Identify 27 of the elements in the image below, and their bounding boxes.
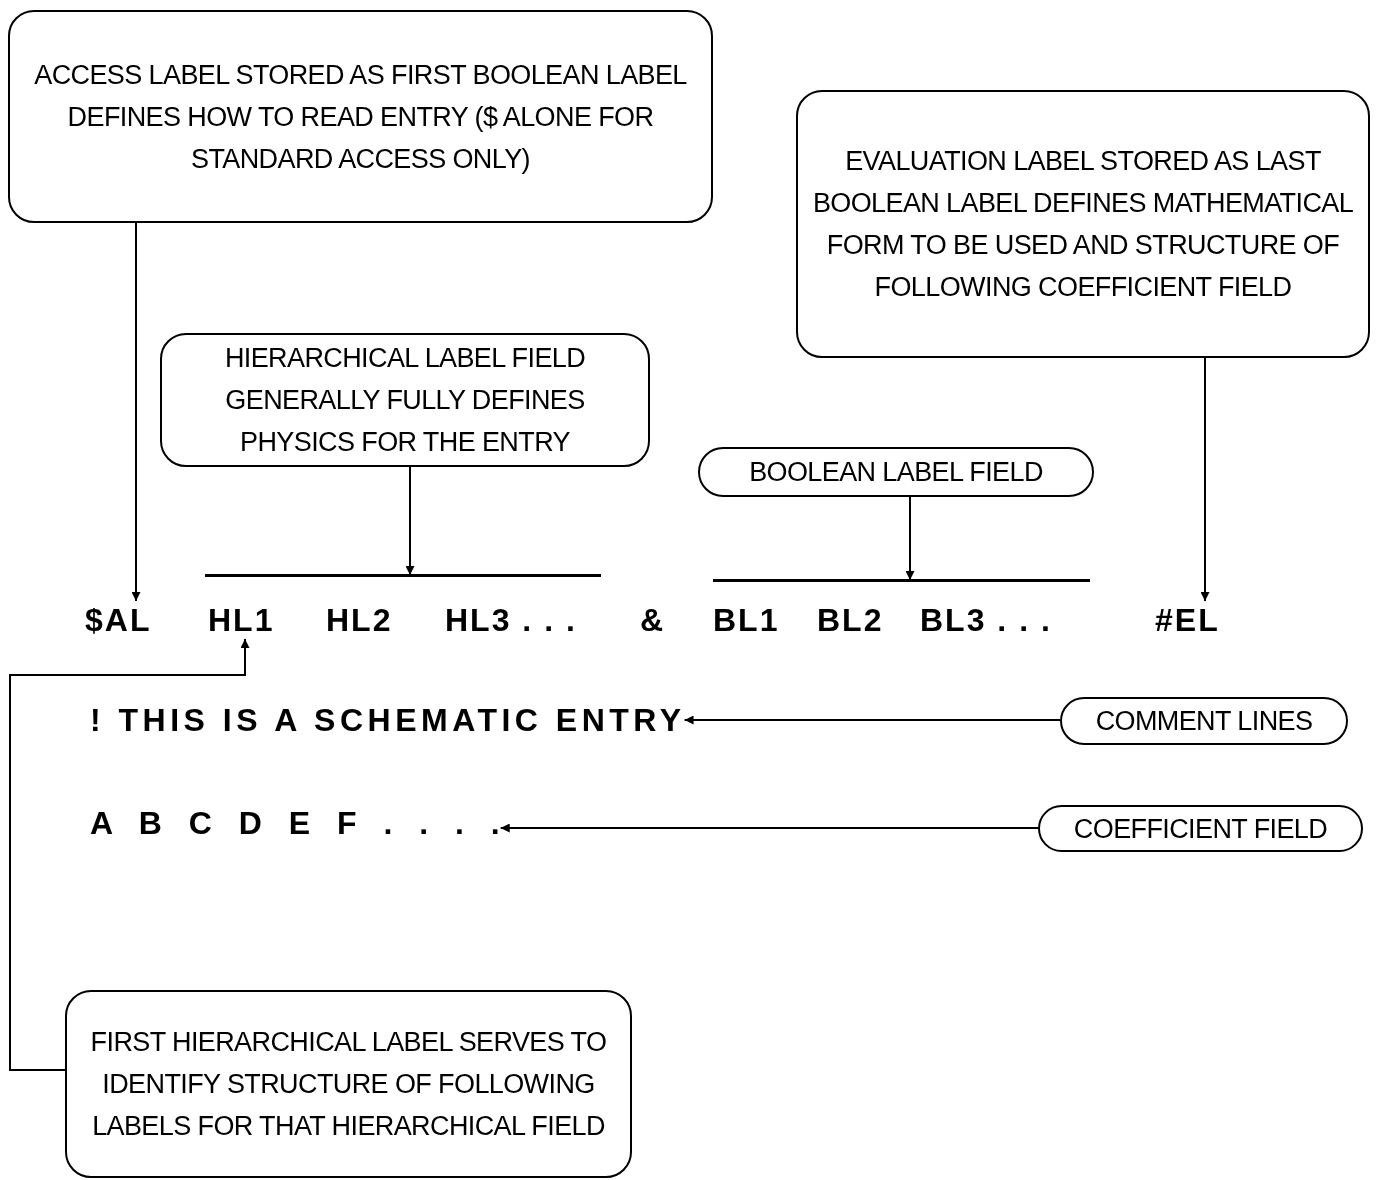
callout-box: COMMENT LINES [1060,697,1348,745]
field-overline [713,579,1090,582]
entry-label-text: BL1 [713,600,780,640]
entry-label-text: ! THIS IS A SCHEMATIC ENTRY [90,700,686,740]
entry-label-text: HL2 [326,600,393,640]
ampersand-symbol: & [640,601,666,640]
callout-box: BOOLEAN LABEL FIELD [698,447,1094,497]
callout-box: FIRST HIERARCHICAL LABEL SERVES TO IDENTIFY STRUCTURE OF FOLLOWING LABELS FOR THAT HIERARCHICAL FIELD [65,990,632,1178]
entry-label-text: BL3 . . . [920,600,1052,640]
callout-box: EVALUATION LABEL STORED AS LAST BOOLEAN LABEL DEFINES MATHEMATICAL FORM TO BE USED AND STRUCTURE OF FOLLOWING COEFFICIENT FIELD [796,90,1370,358]
arrow [683,715,1061,725]
callout-box: HIERARCHICAL LABEL FIELD GENERALLY FULLY DEFINES PHYSICS FOR THE ENTRY [160,333,650,467]
arrow [405,466,415,576]
leader-line [9,638,250,1071]
arrow [1200,357,1210,602]
entry-label-text: HL1 [208,600,275,640]
entry-label-text: A B C D E F . . . . [90,803,502,843]
entry-label-text: $AL [85,600,152,640]
callout-box: ACCESS LABEL STORED AS FIRST BOOLEAN LABEL DEFINES HOW TO READ ENTRY ($ ALONE FOR STANDARD ACCESS ONLY) [8,10,713,223]
arrow [131,222,141,602]
callout-box: COEFFICIENT FIELD [1038,805,1363,852]
arrow [499,823,1039,833]
field-overline [205,574,601,577]
entry-label-text: #EL [1155,600,1220,640]
entry-label-text: BL2 [817,600,884,640]
entry-label-text: HL3 . . . [445,600,577,640]
arrow [905,496,915,581]
